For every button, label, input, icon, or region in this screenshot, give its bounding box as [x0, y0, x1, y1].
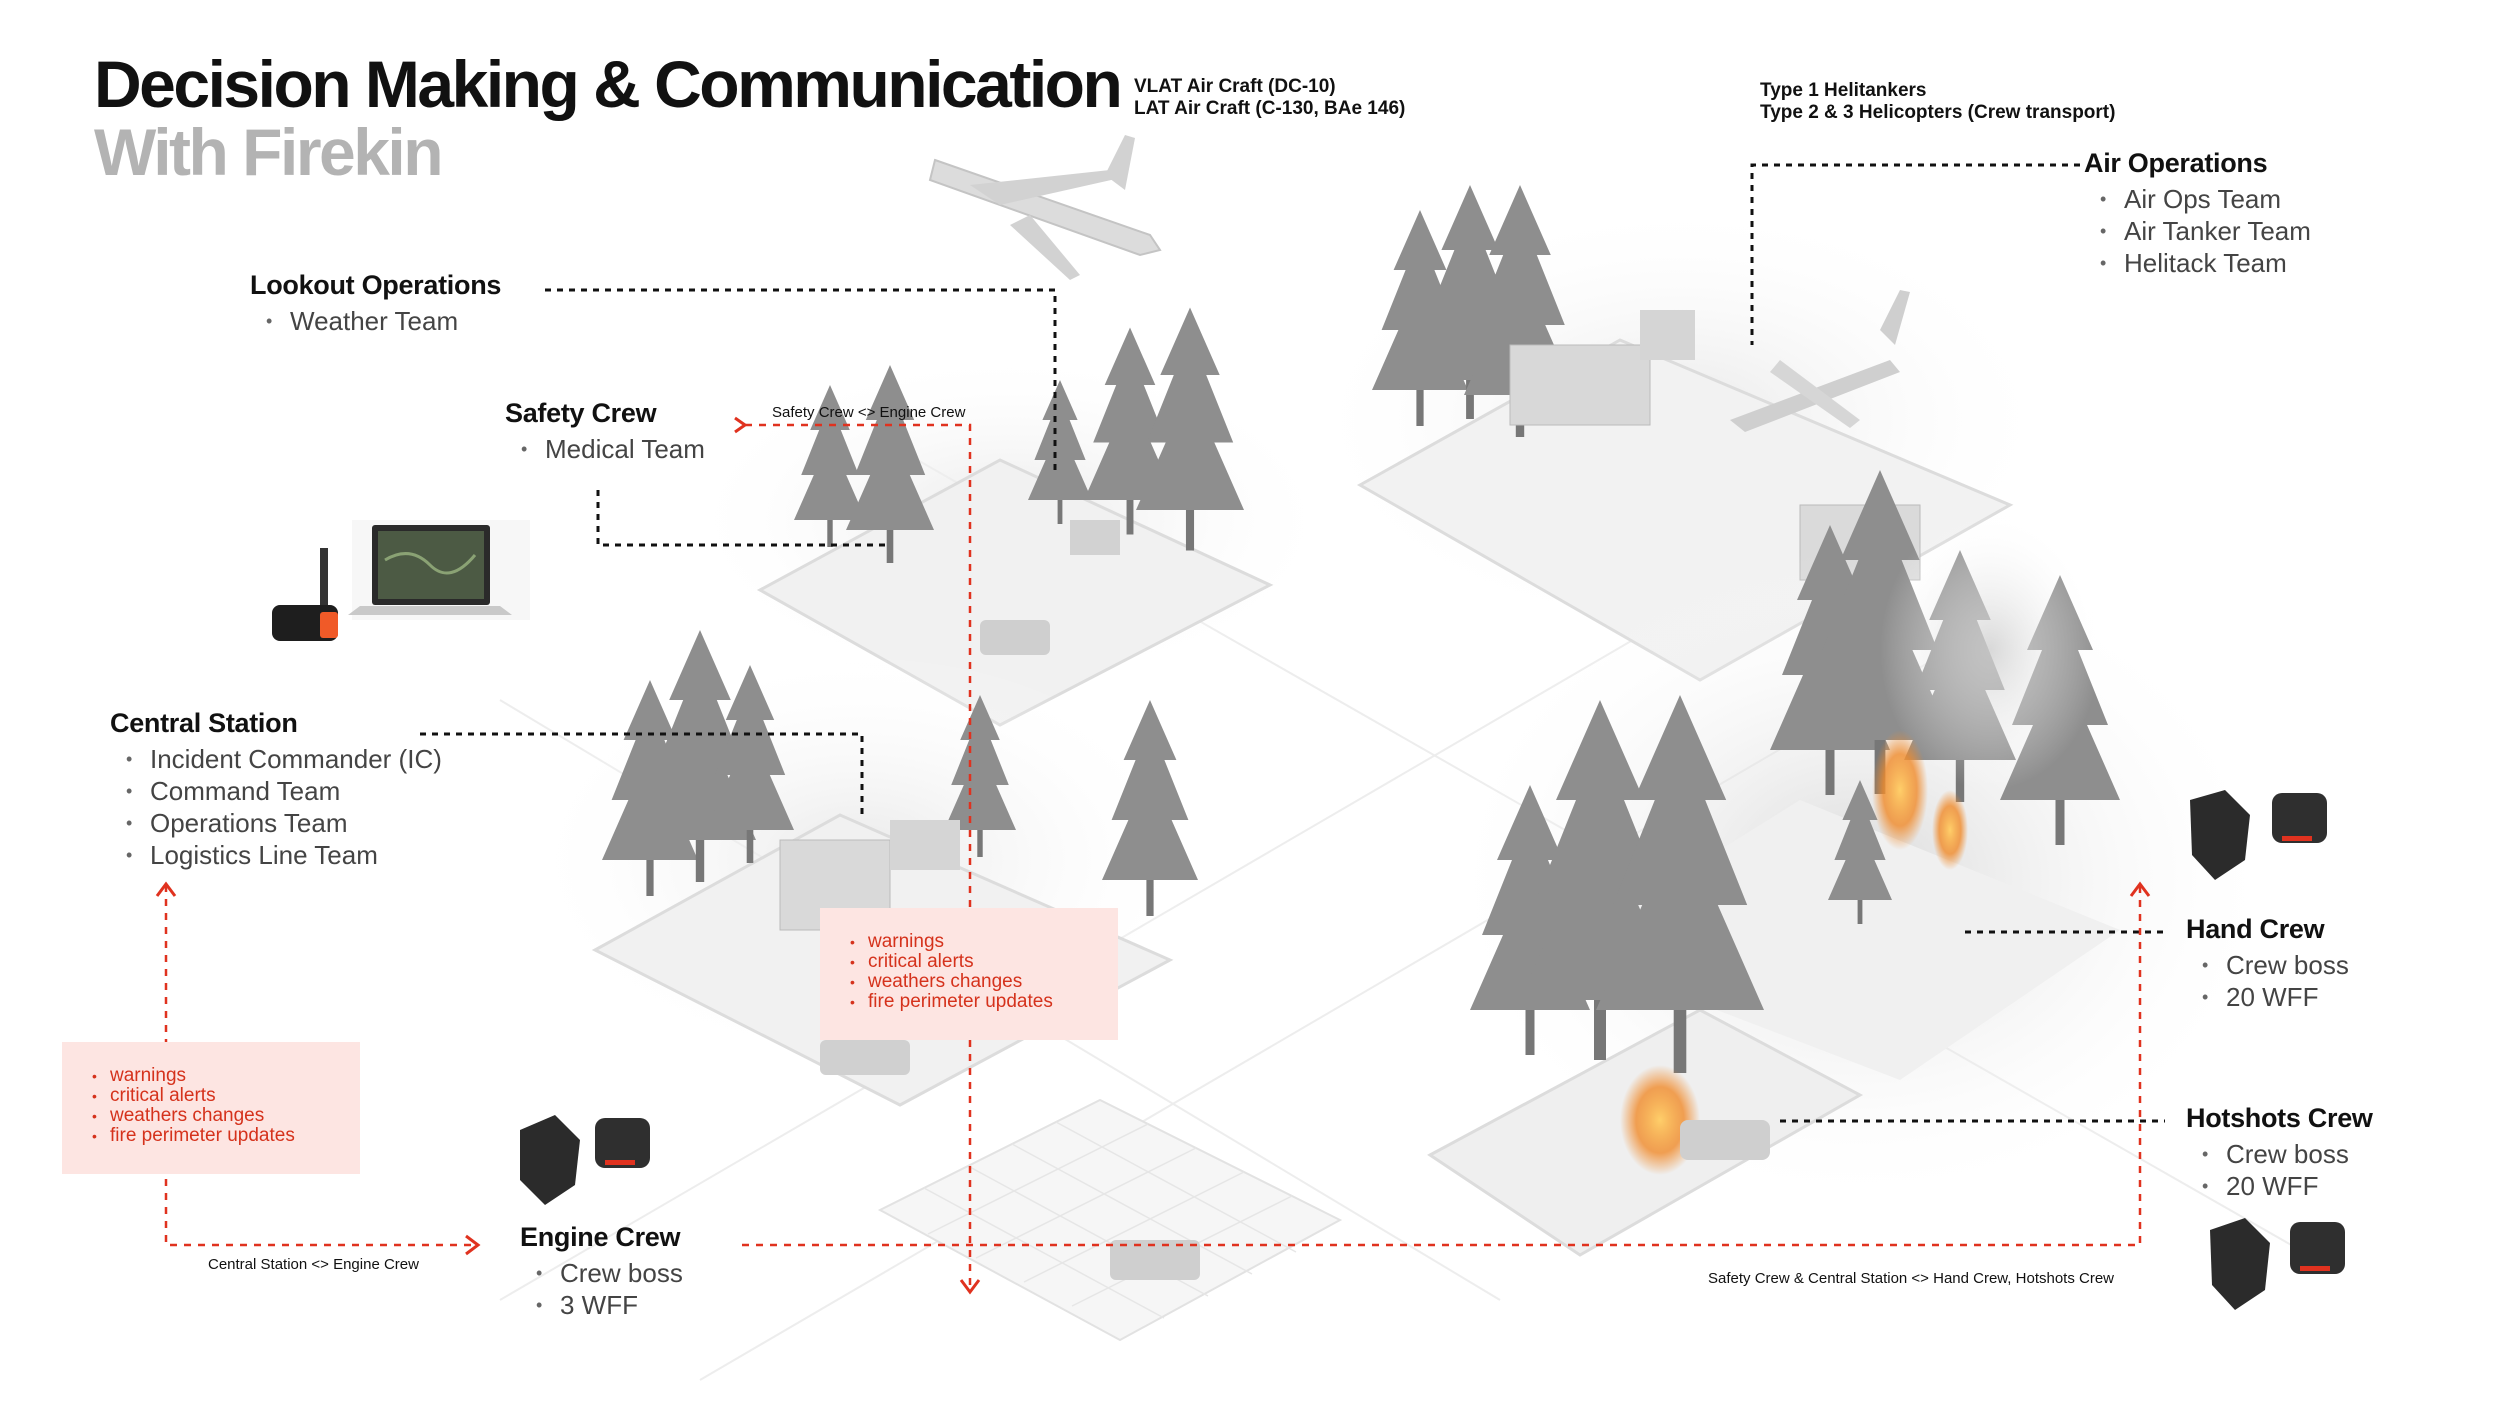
engine-crew-title: Engine Crew	[520, 1222, 681, 1252]
air-ops-connector	[1750, 163, 2080, 345]
arrow-central-up	[155, 881, 177, 897]
list-item: 3 WFF	[520, 1289, 683, 1321]
list-item: Air Ops Team	[2084, 183, 2311, 215]
list-item: Weather Team	[250, 305, 501, 337]
alert-item: fire perimeter updates	[90, 1126, 360, 1147]
arrow-engine-right	[465, 1234, 481, 1256]
alert-item: warnings	[848, 932, 1118, 953]
list-item: Crew boss	[520, 1257, 683, 1289]
airplane-icon	[928, 135, 1162, 280]
arrow-hand-up	[2129, 881, 2151, 897]
hotshots-crew-group: Hotshots Crew Crew boss 20 WFF	[2186, 1103, 2373, 1202]
central-station-title: Central Station	[110, 708, 298, 738]
alert-box-left: warnings critical alerts weathers change…	[62, 1042, 360, 1174]
alert-item: warnings	[90, 1066, 360, 1087]
aircraft-lat-text: LAT Air Craft (C-130, BAe 146)	[1134, 98, 1406, 119]
alert-item: weathers changes	[848, 972, 1118, 993]
alert-item: weathers changes	[90, 1106, 360, 1127]
engine-crew-group: Engine Crew Crew boss 3 WFF	[520, 1222, 683, 1321]
central-connector	[420, 732, 864, 820]
list-item: Incident Commander (IC)	[110, 743, 442, 775]
alert-item: critical alerts	[848, 952, 1118, 973]
list-item: Crew boss	[2186, 1138, 2373, 1170]
wearable-devices-engine-icon	[520, 1115, 650, 1205]
fire-area-platform	[1427, 470, 2280, 1257]
aircraft-vlat-text: VLAT Air Craft (DC-10)	[1134, 76, 1336, 97]
list-item: Helitack Team	[2084, 247, 2311, 279]
wearable-devices-hand-icon	[2190, 790, 2327, 880]
wearable-devices-hotshots-icon	[2210, 1218, 2345, 1310]
list-item: Logistics Line Team	[110, 839, 442, 871]
aircraft-helicopters-text: Type 2 & 3 Helicopters (Crew transport)	[1760, 102, 2116, 123]
list-item: Command Team	[110, 775, 442, 807]
safety-connector	[596, 490, 890, 547]
aircraft-rotary-label: Type 1 Helitankers Type 2 & 3 Helicopter…	[1760, 80, 2115, 124]
grid-tile	[877, 1098, 1343, 1342]
list-item: 20 WFF	[2186, 981, 2349, 1013]
hand-crew-title: Hand Crew	[2186, 914, 2325, 944]
page-subtitle: With Firekin	[94, 115, 444, 189]
safety-engine-link	[745, 423, 972, 1290]
hotshots-crew-title: Hotshots Crew	[2186, 1103, 2373, 1133]
aircraft-fixed-wing-label: VLAT Air Craft (DC-10) LAT Air Craft (C-…	[1134, 76, 1405, 120]
lookout-operations-group: Lookout Operations Weather Team	[250, 270, 501, 337]
hand-crew-group: Hand Crew Crew boss 20 WFF	[2186, 914, 2349, 1013]
arrow-safety-left	[734, 416, 748, 434]
central-station-group: Central Station Incident Commander (IC) …	[110, 708, 442, 871]
safety-crew-group: Safety Crew Medical Team	[505, 398, 705, 465]
list-item: Operations Team	[110, 807, 442, 839]
hand-hotshots-link	[742, 885, 2142, 1247]
alert-item: fire perimeter updates	[848, 992, 1118, 1013]
safety-crew-title: Safety Crew	[505, 398, 657, 428]
list-item: Medical Team	[505, 433, 705, 465]
list-item: Air Tanker Team	[2084, 215, 2311, 247]
list-item: Crew boss	[2186, 949, 2349, 981]
alert-item: critical alerts	[90, 1086, 360, 1107]
lookout-connector	[545, 288, 1057, 475]
list-item: 20 WFF	[2186, 1170, 2373, 1202]
aircraft-helitankers-text: Type 1 Helitankers	[1760, 80, 1927, 101]
arrow-engine-down	[959, 1279, 981, 1295]
laptop-icon	[348, 520, 530, 620]
lookout-operations-title: Lookout Operations	[250, 270, 502, 300]
gateway-device-icon	[272, 548, 338, 641]
safety-engine-link-label: Safety Crew <> Engine Crew	[772, 404, 966, 421]
alert-box-center: warnings critical alerts weathers change…	[820, 908, 1118, 1040]
air-operations-title: Air Operations	[2084, 148, 2268, 178]
page-title: Decision Making & Communication	[94, 47, 1123, 121]
hand-hotshots-link-label: Safety Crew & Central Station <> Hand Cr…	[1708, 1270, 2115, 1287]
central-engine-link-label: Central Station <> Engine Crew	[208, 1256, 419, 1273]
air-operations-group: Air Operations Air Ops Team Air Tanker T…	[2084, 148, 2311, 279]
safety-crew-platform	[680, 307, 1340, 727]
